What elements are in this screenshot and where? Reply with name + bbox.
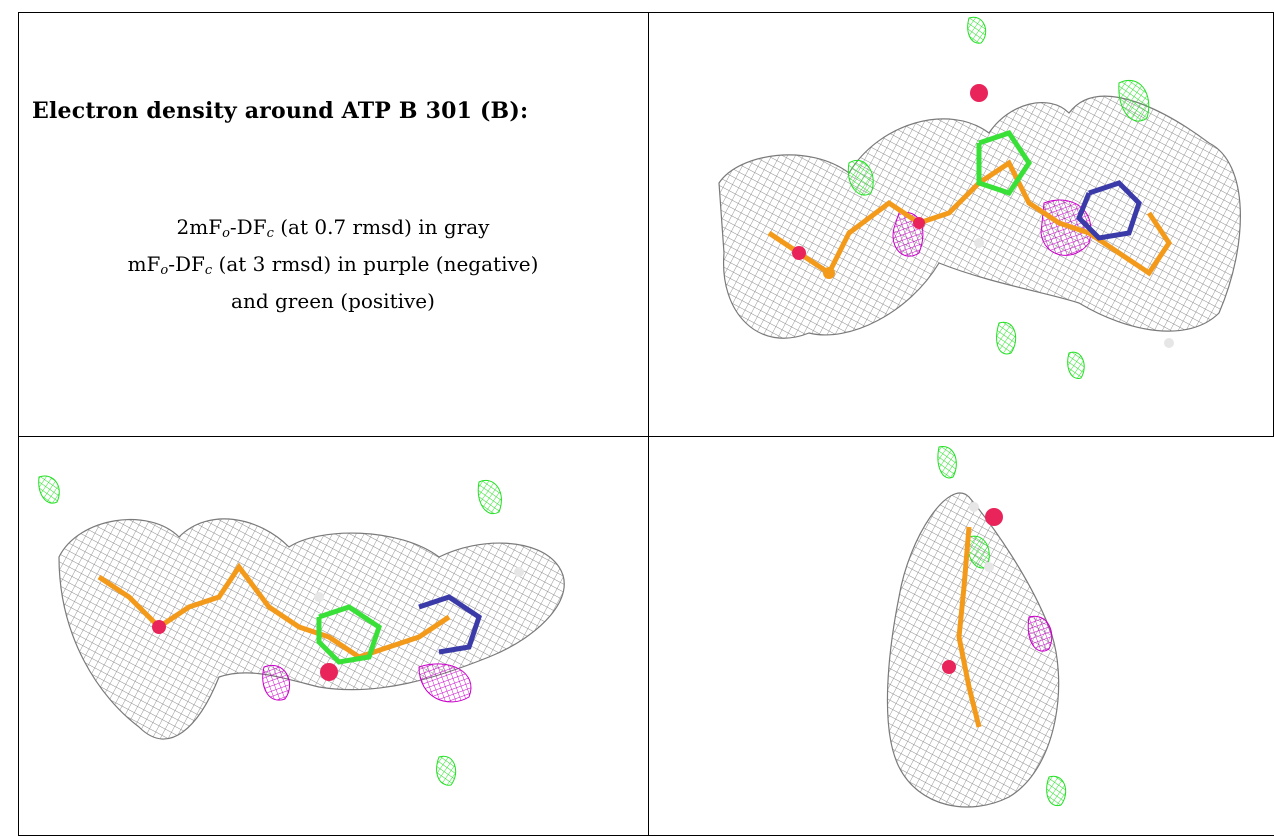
caption-line-1: 2mFo-DFc (at 0.7 rmsd) in gray bbox=[18, 212, 648, 249]
green-blob-3 bbox=[996, 321, 1017, 355]
table-left-rule bbox=[18, 12, 19, 836]
green-blob-3 bbox=[436, 755, 457, 786]
caption-line-3: and green (positive) bbox=[231, 289, 435, 313]
view-top-right bbox=[649, 13, 1273, 436]
green-blob-4 bbox=[1067, 351, 1085, 379]
base-bonds bbox=[1076, 180, 1142, 241]
atom-red-1 bbox=[320, 663, 338, 681]
view-bottom-right bbox=[649, 437, 1273, 835]
purple-blob-1 bbox=[1027, 615, 1053, 652]
density-view-side bbox=[718, 16, 1241, 379]
ring-bonds bbox=[316, 604, 382, 665]
atom-red-3 bbox=[913, 217, 925, 229]
caption-line-1-mid: -DF bbox=[229, 215, 267, 239]
table-center-rule bbox=[648, 12, 649, 836]
atom-red-2 bbox=[792, 246, 806, 260]
purple-blob-1 bbox=[418, 663, 472, 703]
atom-white-2 bbox=[984, 562, 994, 572]
atom-orange-1 bbox=[823, 267, 835, 279]
green-blob-1 bbox=[477, 479, 502, 515]
atom-red-2 bbox=[942, 660, 956, 674]
caption-line-2: mFo-DFc (at 3 rmsd) in purple (negative) bbox=[18, 249, 648, 286]
atom-white-1 bbox=[974, 238, 984, 248]
caption-line-2-mid: -DF bbox=[168, 252, 205, 276]
green-blob-2 bbox=[38, 475, 60, 504]
purple-blob-2 bbox=[262, 664, 290, 701]
atom-white-2 bbox=[514, 567, 524, 577]
caption-line-2-sub2: c bbox=[204, 263, 213, 278]
caption-title: Electron density around ATP B 301 (B): bbox=[32, 98, 529, 124]
gray-mesh bbox=[718, 95, 1241, 339]
density-view-front bbox=[38, 475, 565, 786]
green-blob-1 bbox=[847, 159, 874, 196]
atom-white-2 bbox=[1164, 338, 1174, 348]
caption-line-1-pre: 2mF bbox=[176, 215, 223, 239]
atom-white-1 bbox=[314, 592, 324, 602]
figure-table: Electron density around ATP B 301 (B): 2… bbox=[18, 12, 1274, 836]
table-bottom-rule bbox=[18, 835, 1274, 836]
table-middle-rule bbox=[18, 436, 1274, 437]
green-blob-3 bbox=[1046, 775, 1067, 807]
bond-chain bbox=[956, 526, 982, 728]
atom-white-1 bbox=[969, 502, 979, 512]
view-bottom-left bbox=[19, 437, 648, 835]
atom-red-1 bbox=[985, 508, 1003, 526]
caption-line-1-sub2: c bbox=[266, 226, 274, 241]
bond-chain bbox=[767, 159, 1173, 277]
density-view-end bbox=[886, 446, 1067, 808]
caption-cell: Electron density around ATP B 301 (B): 2… bbox=[18, 12, 648, 436]
base-bonds bbox=[418, 594, 482, 655]
caption-line-2-pre: mF bbox=[127, 252, 161, 276]
atom-red-1 bbox=[970, 84, 988, 102]
green-blob-5 bbox=[967, 16, 987, 44]
gray-mesh bbox=[886, 492, 1060, 808]
caption-line-1-post: (at 0.7 rmsd) in gray bbox=[273, 215, 490, 239]
table-top-rule bbox=[18, 12, 1274, 13]
green-blob-2 bbox=[937, 446, 957, 479]
atom-red-2 bbox=[152, 620, 166, 634]
green-blob-2 bbox=[1118, 80, 1150, 122]
caption-line-2-sub1: o bbox=[160, 263, 169, 278]
caption-lines: 2mFo-DFc (at 0.7 rmsd) in gray mFo-DFc (… bbox=[18, 212, 648, 317]
caption-line-1-sub1: o bbox=[222, 226, 230, 241]
caption-line-2-post: (at 3 rmsd) in purple (negative) bbox=[212, 252, 539, 276]
ring-bonds bbox=[976, 130, 1033, 196]
